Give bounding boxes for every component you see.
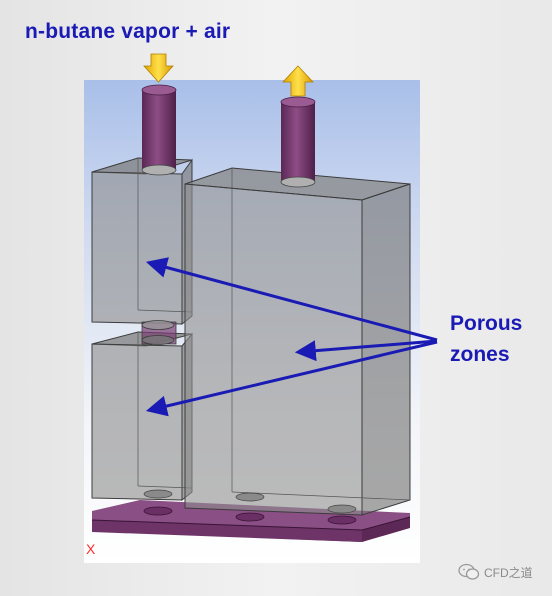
left-bottom-hole — [143, 489, 173, 499]
arrow-to-left-upper-zone — [145, 257, 438, 342]
watermark: CFD之道 — [458, 563, 533, 581]
watermark-text: CFD之道 — [484, 565, 533, 580]
porous-zones-label-line2: zones — [450, 343, 510, 366]
porous-zones-label-line1: Porous — [450, 312, 523, 335]
inlet-pipe — [141, 84, 177, 176]
axis-x-label: X — [86, 541, 96, 557]
arrow-up-icon — [282, 65, 314, 97]
right-tall-block — [184, 167, 411, 516]
diagram-title: n-butane vapor + air — [25, 20, 231, 43]
annotation-arrows — [145, 257, 438, 417]
arrow-to-left-lower-zone — [145, 340, 438, 417]
left-connector — [141, 320, 177, 345]
arrow-to-right-zone — [294, 339, 438, 362]
wechat-icon — [458, 563, 480, 580]
outlet-pipe — [280, 96, 316, 188]
left-lower-block — [91, 331, 193, 502]
arrow-down-icon — [143, 53, 174, 83]
left-upper-block — [91, 157, 193, 326]
